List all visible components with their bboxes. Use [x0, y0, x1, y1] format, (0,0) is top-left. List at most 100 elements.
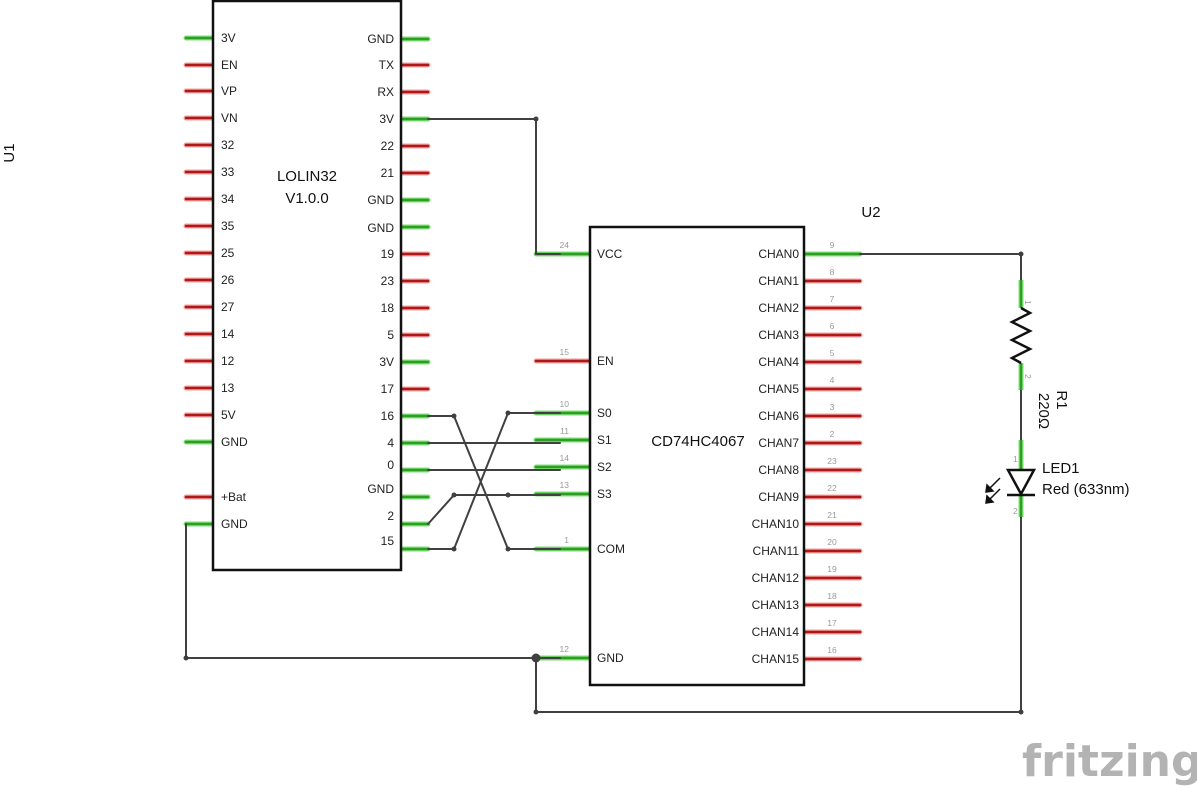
u2-pin-number-s0: 10: [560, 399, 570, 409]
u2-pin-label-gnd: GND: [597, 651, 624, 665]
u1-pin-label-gnd: GND: [221, 517, 248, 531]
u1-name-line2: V1.0.0: [285, 190, 328, 207]
u1-pin-label-17: 17: [381, 382, 395, 396]
u2-pin-label-chan3: CHAN3: [758, 328, 799, 342]
u2-pin-label-chan10: CHAN10: [752, 517, 800, 531]
u1-lolin32[interactable]: 3VENVPVN323334352526271412135VGND+BatGND…: [1, 0, 431, 572]
led1-ref: LED1: [1042, 460, 1080, 477]
junction-dot: [505, 546, 511, 552]
r1-value: 220Ω: [1035, 393, 1052, 429]
r1-zigzag: [1009, 306, 1033, 365]
u2-pin-number-chan5: 4: [830, 375, 835, 385]
u1-pin-label-13: 13: [221, 381, 235, 395]
u2-pin-label-chan4: CHAN4: [758, 355, 799, 369]
u2-pin-label-chan2: CHAN2: [758, 301, 799, 315]
u2-pin-label-s0: S0: [597, 406, 612, 420]
junction-dot: [1018, 251, 1024, 257]
wire-3v-vcc[interactable]: [427, 118, 561, 255]
junction-dot: [451, 413, 457, 419]
u1-pin-label-27: 27: [221, 300, 235, 314]
wire-2-s3[interactable]: [427, 494, 561, 525]
u2-right-pins: [801, 251, 863, 662]
u2-pin-label-s1: S1: [597, 433, 612, 447]
u2-pin-number-s2: 14: [560, 453, 570, 463]
u2-body[interactable]: [588, 225, 806, 687]
u1-pin-label-34: 34: [221, 192, 235, 206]
u2-pin-number-gnd: 12: [560, 644, 570, 654]
u2-pin-number-chan1: 8: [830, 267, 835, 277]
led1-diode[interactable]: 1 2 LED1 Red (633nm): [985, 440, 1130, 517]
u2-ref: U2: [861, 204, 880, 221]
u2-pin-label-com: COM: [597, 542, 625, 556]
u2-pin-label-chan7: CHAN7: [758, 436, 799, 450]
u2-pin-label-chan13: CHAN13: [752, 598, 800, 612]
u1-pin-label-14: 14: [221, 327, 235, 341]
u2-pin-number-com: 1: [564, 535, 569, 545]
r1-pin2-number: 2: [1023, 374, 1033, 379]
u2-pin-number-s1: 11: [560, 426, 569, 436]
u2-pin-label-s3: S3: [597, 487, 612, 501]
r1-ref: R1: [1053, 390, 1070, 409]
wire-15-s0[interactable]: [427, 412, 561, 550]
u1-pin-label-vn: VN: [221, 111, 238, 125]
u1-pin-label-23: 23: [381, 274, 395, 288]
u2-pin-number-chan6: 3: [830, 402, 835, 412]
u1-pin-label-gnd: GND: [367, 482, 394, 496]
u1-pin-label-18: 18: [381, 301, 395, 315]
u2-pin-label-chan9: CHAN9: [758, 490, 799, 504]
u2-pin-label-chan5: CHAN5: [758, 382, 799, 396]
u1-ref: U1: [1, 143, 18, 162]
u1-pin-label-5v: 5V: [221, 408, 236, 422]
u1-pin-label-15: 15: [381, 534, 395, 548]
u2-pin-number-en: 15: [560, 347, 570, 357]
u2-pin-label-chan14: CHAN14: [752, 625, 800, 639]
u2-pin-number-chan3: 6: [830, 321, 835, 331]
u2-pin-label-chan0: CHAN0: [758, 247, 799, 261]
u1-body[interactable]: [211, 0, 403, 572]
u2-pin-number-chan10: 21: [827, 510, 837, 520]
r1-resistor[interactable]: 1 2 R1 220Ω: [1009, 280, 1070, 429]
u1-pin-label-3v: 3V: [221, 31, 236, 45]
junction-dot: [183, 655, 189, 661]
u2-pin-number-chan15: 16: [827, 645, 837, 655]
wire-chan0-r1[interactable]: [859, 253, 1022, 281]
led1-value: Red (633nm): [1042, 481, 1130, 498]
u1-right-pins: [398, 36, 431, 552]
u2-pin-number-chan0: 9: [830, 240, 835, 250]
u2-pin-label-vcc: VCC: [597, 247, 623, 261]
u1-pin-label-vp: VP: [221, 84, 237, 98]
junction-dot: [533, 116, 539, 122]
u1-pin-label-en: EN: [221, 58, 238, 72]
u2-pin-number-chan9: 22: [827, 483, 837, 493]
u1-left-pins: [183, 35, 216, 527]
u1-pin-label-26: 26: [221, 273, 235, 287]
junction-dot: [505, 492, 511, 498]
u2-pin-number-chan14: 17: [827, 618, 837, 628]
u1-pin-label-12: 12: [221, 354, 235, 368]
u1-pin-label-32: 32: [221, 138, 235, 152]
u1-pin-label-4: 4: [387, 436, 394, 450]
junction-dot: [451, 492, 457, 498]
u1-pin-label-0: 0: [387, 458, 394, 472]
u1-pin-label-rx: RX: [377, 85, 394, 99]
u2-pin-label-en: EN: [597, 354, 614, 368]
u2-pin-label-chan1: CHAN1: [758, 274, 799, 288]
fritzing-logo: fritzing: [1022, 736, 1197, 786]
wire-gnd-led[interactable]: [535, 516, 1022, 713]
u1-pin-label-3v: 3V: [379, 355, 394, 369]
wire-16-com[interactable]: [427, 415, 561, 550]
junction-dot: [1018, 709, 1024, 715]
u1-pin-label-gnd: GND: [221, 435, 248, 449]
u2-pin-label-chan11: CHAN11: [753, 544, 800, 558]
u1-pin-label-5: 5: [387, 328, 394, 342]
u2-pin-label-chan15: CHAN15: [752, 652, 800, 666]
u1-pin-label-33: 33: [221, 165, 235, 179]
led1-pin1-number: 1: [1013, 454, 1018, 464]
u1-pin-label-19: 19: [381, 247, 395, 261]
u1-pin-label-3v: 3V: [379, 112, 394, 126]
u1-pin-label-gnd: GND: [367, 32, 394, 46]
